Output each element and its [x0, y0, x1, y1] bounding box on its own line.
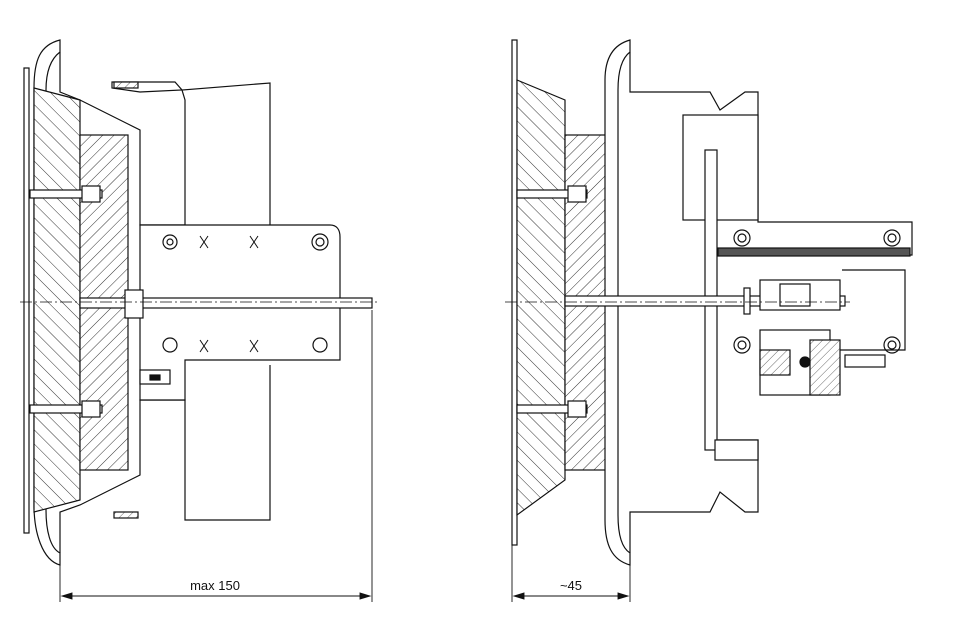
left-insulation-outer	[33, 87, 81, 513]
left-wall-plate	[23, 67, 30, 534]
right-insulation-outer	[516, 79, 566, 517]
right-actuator	[743, 269, 906, 396]
right-bolts	[516, 185, 588, 418]
right-wall-plate	[511, 39, 518, 546]
left-spindle	[79, 297, 373, 309]
left-bottom-gasket	[113, 511, 139, 519]
right-top-housing	[629, 52, 913, 256]
left-plate-holes	[162, 233, 329, 353]
left-mounting-plate	[139, 224, 341, 401]
right-plate-holes	[733, 229, 901, 354]
dimension-label-right: ~45	[560, 578, 582, 593]
left-top-gasket	[113, 81, 139, 89]
left-section-view	[23, 39, 373, 566]
right-spindle	[564, 295, 846, 307]
right-section-view	[511, 39, 913, 566]
left-bolts	[29, 185, 103, 418]
right-top-bar	[717, 247, 911, 257]
dimension-label-left: max 150	[190, 578, 240, 593]
dimension-lines	[59, 310, 631, 602]
